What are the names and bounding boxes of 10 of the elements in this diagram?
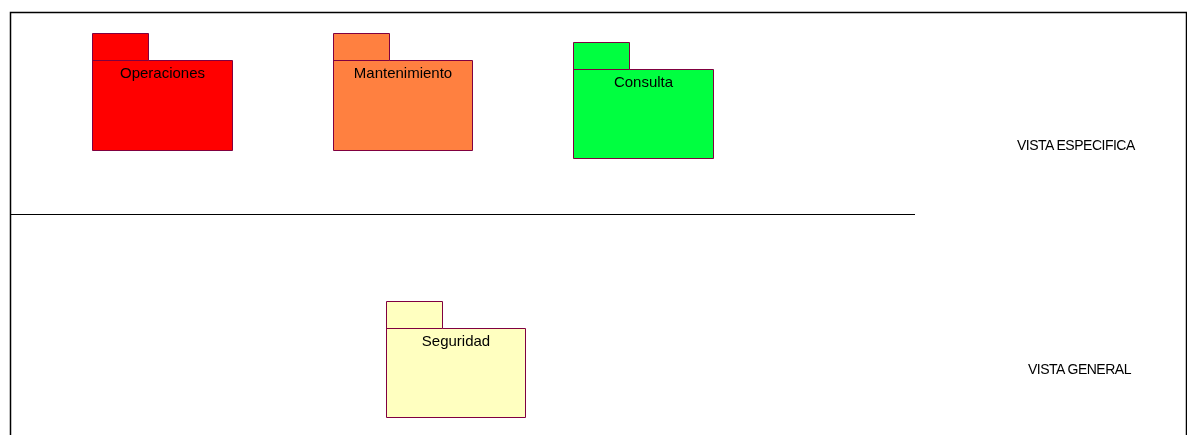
- package-name: Mantenimiento: [352, 64, 454, 81]
- package-name: Consulta: [612, 73, 675, 90]
- package-folder: [333, 33, 473, 151]
- view-label: VISTA ESPECIFICA: [1017, 137, 1135, 153]
- package-folder: [92, 33, 233, 151]
- package-name: Operaciones: [118, 64, 207, 81]
- package-folder: [573, 42, 714, 159]
- package-name: Seguridad: [420, 332, 492, 349]
- view-label: VISTA GENERAL: [1028, 361, 1131, 377]
- package-folder: [386, 301, 526, 418]
